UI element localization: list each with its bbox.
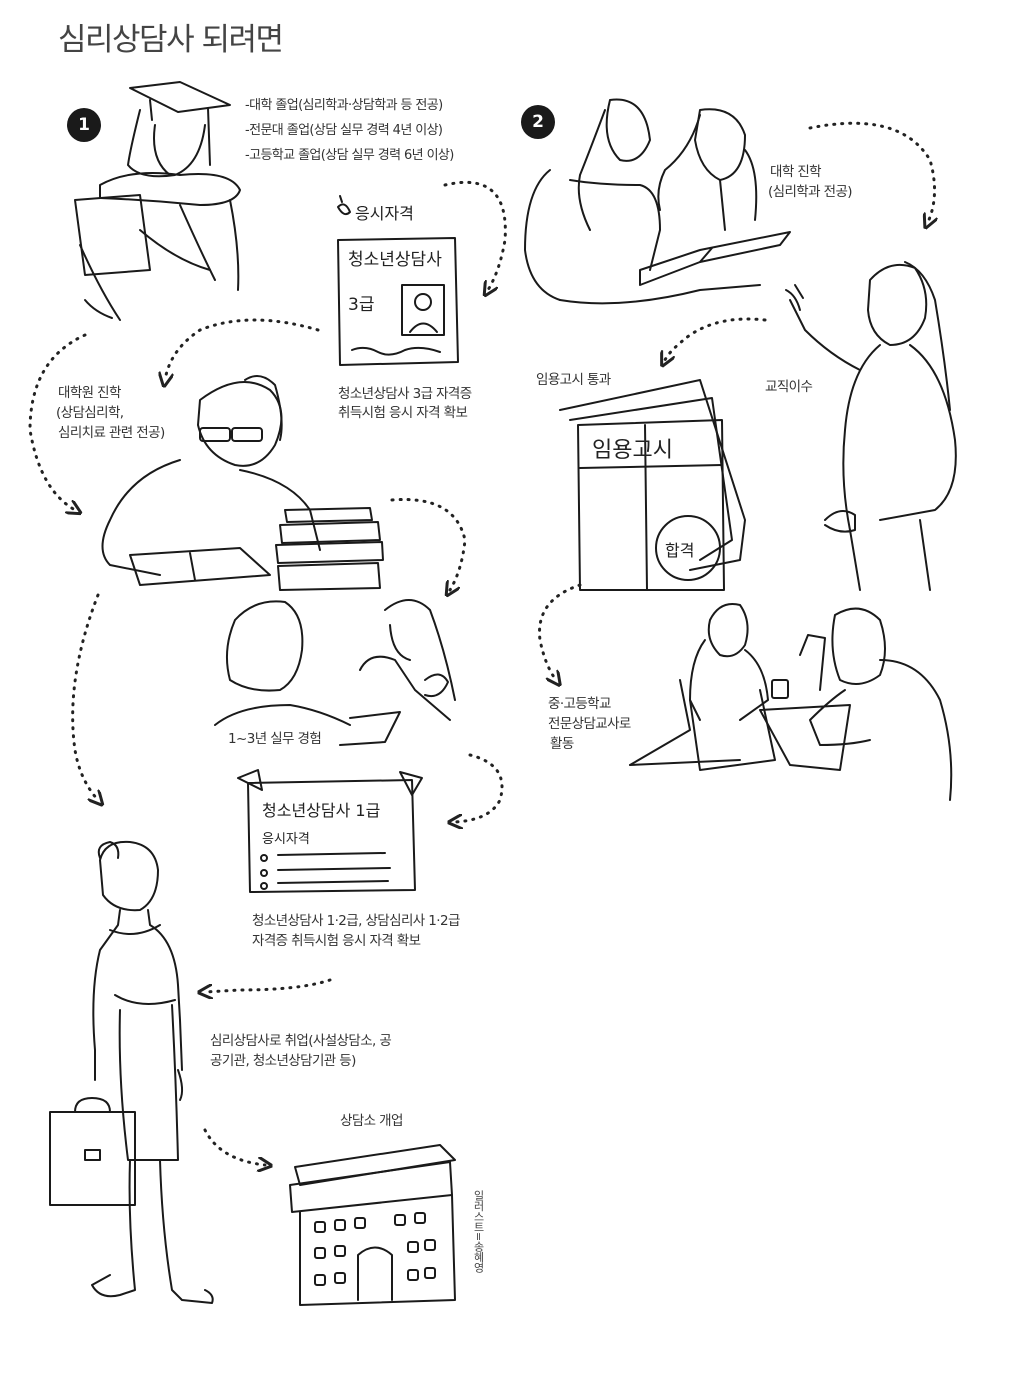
certificate-card-illustration bbox=[337, 195, 459, 366]
arrow-practice-to-cert1 bbox=[455, 753, 504, 822]
arrow-cert3-to-gradschool bbox=[165, 318, 320, 380]
cert3-sign-label: 응시자격 bbox=[355, 204, 414, 223]
cert1-caption-line2: 자격증 취득시험 응시 자격 확보 bbox=[252, 933, 421, 949]
teacher-illustration bbox=[785, 261, 957, 591]
page-title: 심리상담사 되려면 bbox=[58, 22, 284, 58]
cert3-caption-line2: 취득시험 응시 자격 확보 bbox=[338, 405, 468, 421]
practice-label: 1~3년 실무 경험 bbox=[228, 731, 322, 747]
counseling-session-illustration bbox=[214, 599, 456, 746]
cert1-caption-line1: 청소년상담사 1·2급, 상담심리사 1·2급 bbox=[252, 913, 460, 929]
arrow-study-to-practice bbox=[390, 498, 467, 591]
university-line2: (심리학과 전공) bbox=[768, 184, 853, 200]
university-line1: 대학 진학 bbox=[770, 164, 822, 180]
gradschool-line1: 대학원 진학 bbox=[58, 385, 121, 401]
step-two-badge: 2 bbox=[521, 105, 555, 139]
arrow-exam-to-activity bbox=[538, 583, 582, 680]
office-building-illustration bbox=[289, 1144, 456, 1306]
cert1-note-title: 청소년상담사 1급 bbox=[262, 801, 381, 820]
arrow-gradschool-to-study bbox=[28, 333, 87, 510]
employment-line2: 공기관, 청소년상담기관 등) bbox=[210, 1053, 356, 1069]
exam-doc-title: 임용고시 bbox=[592, 438, 673, 463]
activity-line2: 전문상담교사로 bbox=[548, 716, 631, 732]
employment-line1: 심리상담사로 취업(사설상담소, 공 bbox=[210, 1033, 392, 1049]
two-students-illustration bbox=[524, 98, 791, 305]
grad-student-illustration bbox=[101, 375, 384, 591]
arrow-req-to-cert3 bbox=[443, 180, 507, 290]
gradschool-line2: (상담심리학, bbox=[56, 405, 124, 421]
arrow-employment-to-office bbox=[203, 1128, 265, 1165]
exam-pass-stamp: 합격 bbox=[665, 541, 695, 560]
activity-line3: 활동 bbox=[550, 736, 574, 752]
requirement-highschool: -고등학교 졸업(상담 실무 경력 6년 이상) bbox=[245, 148, 454, 163]
exam-document-illustration bbox=[559, 379, 746, 591]
woman-with-briefcase-illustration bbox=[49, 840, 214, 1304]
graduate-figure-illustration bbox=[74, 81, 241, 321]
requirement-college: -전문대 졸업(상담 실무 경력 4년 이상) bbox=[245, 123, 443, 138]
cert3-card-title: 청소년상담사 bbox=[348, 250, 442, 270]
arrow-cert1-to-employment bbox=[205, 978, 332, 992]
cert3-caption-line1: 청소년상담사 3급 자격증 bbox=[338, 386, 472, 402]
flow-arrows bbox=[28, 121, 935, 1165]
illustrator-credit: 일러스트=송혜영 bbox=[472, 1190, 485, 1273]
gradschool-line3: 심리치료 관련 전공) bbox=[58, 425, 165, 441]
note-card-illustration bbox=[237, 769, 423, 893]
school-counseling-illustration bbox=[629, 603, 953, 801]
arrow-university-to-teaching bbox=[808, 121, 935, 222]
teaching-label: 교직이수 bbox=[765, 379, 813, 395]
cert3-card-grade: 3급 bbox=[348, 295, 375, 315]
cert1-note-sub: 응시자격 bbox=[262, 832, 310, 847]
open-office-label: 상담소 개업 bbox=[340, 1113, 403, 1129]
exam-pass-label: 임용고시 통과 bbox=[536, 372, 611, 388]
arrow-teaching-to-exam bbox=[665, 317, 767, 360]
requirement-university: -대학 졸업(심리학과·상담학과 등 전공) bbox=[245, 98, 443, 113]
activity-line1: 중·고등학교 bbox=[548, 696, 611, 712]
arrow-study-to-employment bbox=[71, 593, 98, 800]
step-one-badge: 1 bbox=[67, 108, 101, 142]
